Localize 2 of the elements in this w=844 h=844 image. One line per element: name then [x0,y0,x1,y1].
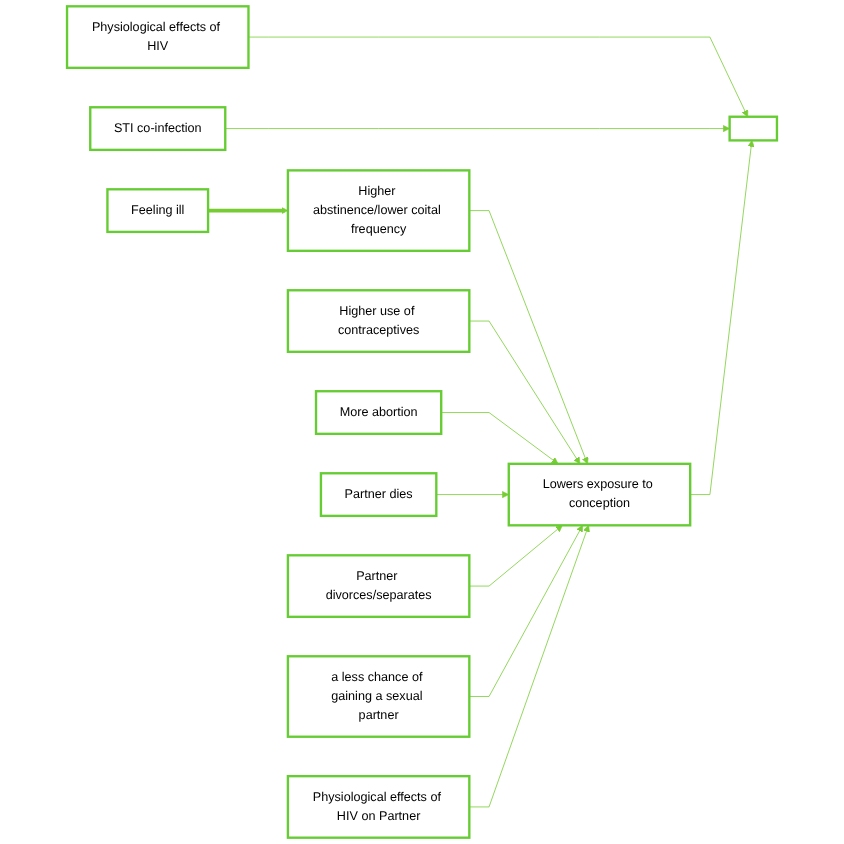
arrow [208,207,289,215]
node-box [728,115,779,142]
